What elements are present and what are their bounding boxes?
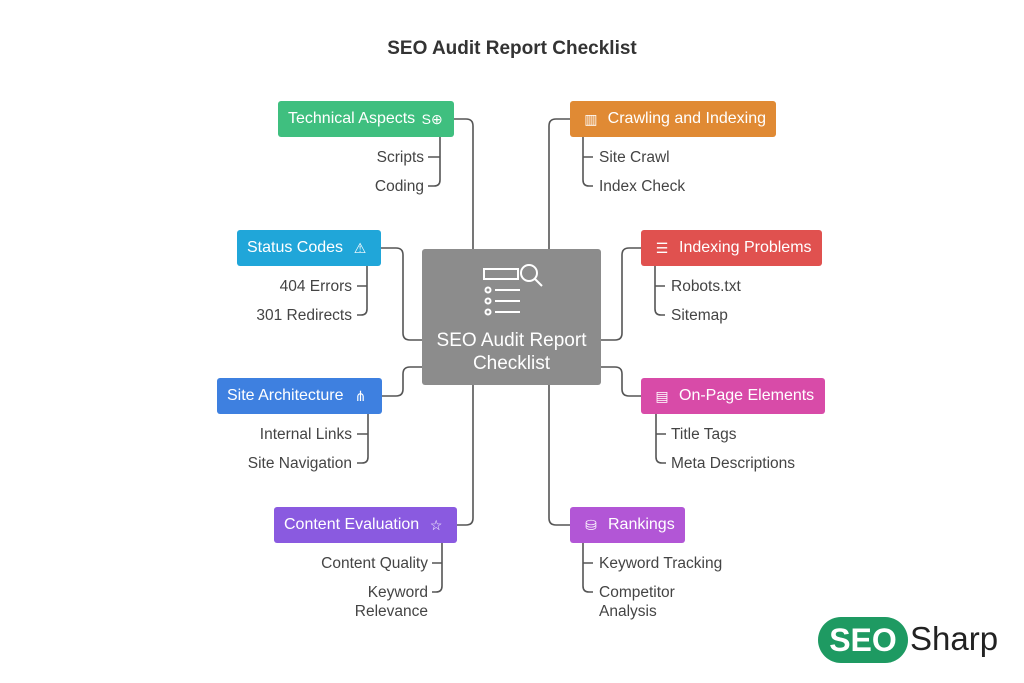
node-site-architecture[interactable]: Site Architecture ⋔ xyxy=(217,378,382,414)
child-title-tags: Title Tags xyxy=(671,426,737,443)
child-meta-descriptions: Meta Descriptions xyxy=(671,455,796,472)
diagram-title: SEO Audit Report Checklist xyxy=(387,38,637,59)
child-competitor-analysis: Competitor Analysis xyxy=(599,584,675,620)
center-label-line2: Checklist xyxy=(472,353,551,374)
clipboard-star-icon: ☆ xyxy=(429,516,443,533)
child-site-navigation: Site Navigation xyxy=(247,455,352,472)
child-robots-txt: Robots.txt xyxy=(671,278,741,295)
map-search-icon: ▥ xyxy=(584,110,598,127)
layout-icon: ▤ xyxy=(655,387,669,404)
child-keyword-relevance: Keyword Relevance xyxy=(354,584,428,620)
node-label: Crawling and Indexing xyxy=(607,110,766,127)
node-label: Technical Aspects xyxy=(288,110,416,127)
node-content-evaluation[interactable]: Content Evaluation ☆ xyxy=(274,507,457,543)
node-on-page-elements[interactable]: ▤ On-Page Elements xyxy=(641,378,825,414)
node-crawling-indexing[interactable]: ▥ Crawling and Indexing xyxy=(570,101,776,137)
node-label: Rankings xyxy=(608,516,675,533)
child-404-errors: 404 Errors xyxy=(279,278,352,295)
child-site-crawl: Site Crawl xyxy=(599,149,670,166)
child-301-redirects: 301 Redirects xyxy=(256,307,352,324)
center-label-line1: SEO Audit Report xyxy=(436,330,587,351)
node-rankings[interactable]: ⛁ Rankings xyxy=(570,507,685,543)
seo-globe-icon: S⊕ xyxy=(421,110,443,127)
node-label: Status Codes xyxy=(247,239,344,256)
hierarchy-icon: ⋔ xyxy=(354,387,367,404)
list-search-icon: ☰ xyxy=(655,239,669,256)
node-technical-aspects[interactable]: Technical Aspects S⊕ xyxy=(278,101,454,137)
checklist-search-icon xyxy=(483,264,543,316)
child-sitemap: Sitemap xyxy=(671,307,728,324)
child-coding: Coding xyxy=(374,178,424,195)
child-index-check: Index Check xyxy=(599,178,686,195)
database-search-icon: ⛁ xyxy=(585,516,597,533)
child-scripts: Scripts xyxy=(376,149,424,166)
node-label: On-Page Elements xyxy=(679,387,815,404)
node-indexing-problems[interactable]: ☰ Indexing Problems xyxy=(641,230,822,266)
node-label: Indexing Problems xyxy=(679,239,812,256)
node-status-codes[interactable]: Status Codes ⚠ xyxy=(237,230,381,266)
child-content-quality: Content Quality xyxy=(321,555,428,572)
child-keyword-tracking: Keyword Tracking xyxy=(599,555,723,572)
seosharp-logo-badge: SEO xyxy=(818,617,908,663)
node-label: Content Evaluation xyxy=(284,516,420,533)
node-label: Site Architecture xyxy=(227,387,344,404)
child-internal-links: Internal Links xyxy=(259,426,352,443)
seosharp-logo-text: Sharp xyxy=(910,620,999,657)
code-warning-icon: ⚠ xyxy=(353,239,367,256)
